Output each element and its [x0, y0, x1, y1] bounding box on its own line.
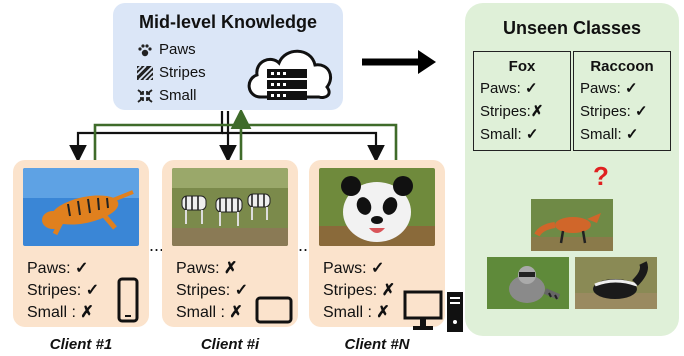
- knowledge-title: Mid-level Knowledge: [138, 12, 318, 32]
- knowledge-item-stripes: Stripes: [137, 64, 206, 81]
- cross-mark: ✗: [376, 304, 390, 321]
- check-mark: ✓: [525, 80, 538, 97]
- client-panel-n: Paws: ✓ Stripes: ✗ Small : ✗: [309, 160, 445, 327]
- attribute-row: Small : ✗: [176, 302, 243, 322]
- class-name: Fox: [508, 58, 536, 75]
- ellipsis: ...: [149, 235, 165, 255]
- shrink-icon: [137, 88, 153, 103]
- cross-mark: ✗: [530, 103, 544, 120]
- knowledge-panel: Mid-level Knowledge Paws Stripes Small: [113, 3, 343, 110]
- attribute-name: Small:: [480, 126, 522, 143]
- check-mark: ✓: [625, 126, 639, 143]
- check-mark: ✓: [525, 126, 539, 143]
- attribute-row: Paws: ✗: [176, 258, 237, 278]
- question-mark: ?: [593, 161, 609, 191]
- attribute-name: Small:: [580, 126, 622, 143]
- cross-mark: ✗: [229, 304, 243, 321]
- fox-image: [531, 199, 613, 251]
- class-card-raccoon: Raccoon Paws: ✓ Stripes: ✓ Small: ✓: [573, 51, 671, 151]
- class-card-fox: Fox Paws: ✓ Stripes:✗ Small: ✓: [473, 51, 571, 151]
- attribute-row: Paws: ✓: [580, 79, 638, 97]
- attribute-name: Paws:: [480, 80, 521, 97]
- attribute-row: Stripes:✗: [480, 102, 543, 120]
- cross-mark: ✗: [80, 304, 94, 321]
- attribute-name: Paws:: [580, 80, 621, 97]
- attribute-name: Paws:: [27, 260, 71, 277]
- attribute-name: Small :: [27, 304, 76, 321]
- raccoon-image: [487, 257, 569, 309]
- zebras-image: [172, 168, 288, 246]
- tiger-image: [23, 168, 139, 246]
- check-mark: ✓: [371, 260, 385, 277]
- check-mark: ✓: [85, 282, 100, 299]
- check-mark: ✓: [635, 103, 648, 120]
- attribute-name: Stripes:: [27, 282, 82, 299]
- client-label-i: Client #i: [200, 336, 260, 353]
- attribute-name: Stripes:: [323, 282, 378, 299]
- attribute-row: Stripes: ✗: [323, 280, 395, 300]
- knowledge-item-label: Small: [159, 87, 197, 104]
- attribute-row: Paws: ✓: [480, 79, 538, 97]
- attribute-row: Stripes: ✓: [580, 102, 648, 120]
- paw-icon: [138, 43, 152, 56]
- attribute-name: Stripes:: [176, 282, 231, 299]
- client-panel-i: Paws: ✗ Stripes: ✓ Small : ✗: [162, 160, 298, 327]
- check-mark: ✓: [75, 260, 89, 277]
- knowledge-item-small: Small: [137, 87, 197, 104]
- client-label-n: Client #N: [344, 336, 410, 353]
- skunk-image: [575, 257, 657, 309]
- check-mark: ✓: [234, 282, 249, 299]
- attribute-name: Stripes:: [580, 103, 631, 120]
- attribute-row: Paws: ✓: [323, 258, 384, 278]
- attribute-row: Small: ✓: [580, 125, 638, 143]
- attribute-name: Small :: [323, 304, 372, 321]
- attribute-name: Small :: [176, 304, 225, 321]
- stripes-icon: [137, 65, 153, 80]
- class-name: Raccoon: [590, 58, 654, 75]
- attribute-row: Small: ✓: [480, 125, 538, 143]
- attribute-row: Stripes: ✓: [176, 280, 248, 300]
- desktop-icon: [403, 290, 463, 332]
- attribute-row: Small : ✗: [27, 302, 94, 322]
- client-label-1: Client #1: [49, 336, 113, 353]
- cross-mark: ✗: [381, 282, 396, 299]
- knowledge-item-label: Stripes: [159, 64, 206, 81]
- unseen-title: Unseen Classes: [502, 18, 642, 38]
- cloud-server-icon: [247, 49, 332, 100]
- phone-icon: [117, 277, 139, 323]
- unseen-classes-panel: Unseen Classes Fox Paws: ✓ Stripes:✗ Sma…: [465, 3, 679, 336]
- tablet-icon: [255, 296, 293, 324]
- knowledge-item-label: Paws: [159, 41, 196, 58]
- attribute-row: Small : ✗: [323, 302, 390, 322]
- attribute-row: Paws: ✓: [27, 258, 88, 278]
- attribute-name: Paws:: [176, 260, 220, 277]
- attribute-name: Paws:: [323, 260, 367, 277]
- knowledge-item-paws: Paws: [137, 41, 196, 58]
- panda-image: [319, 168, 435, 246]
- client-panel-1: Paws: ✓ Stripes: ✓ Small : ✗: [13, 160, 149, 327]
- check-mark: ✓: [625, 80, 638, 97]
- cross-mark: ✗: [224, 260, 238, 277]
- attribute-row: Stripes: ✓: [27, 280, 99, 300]
- attribute-name: Stripes:: [480, 103, 531, 120]
